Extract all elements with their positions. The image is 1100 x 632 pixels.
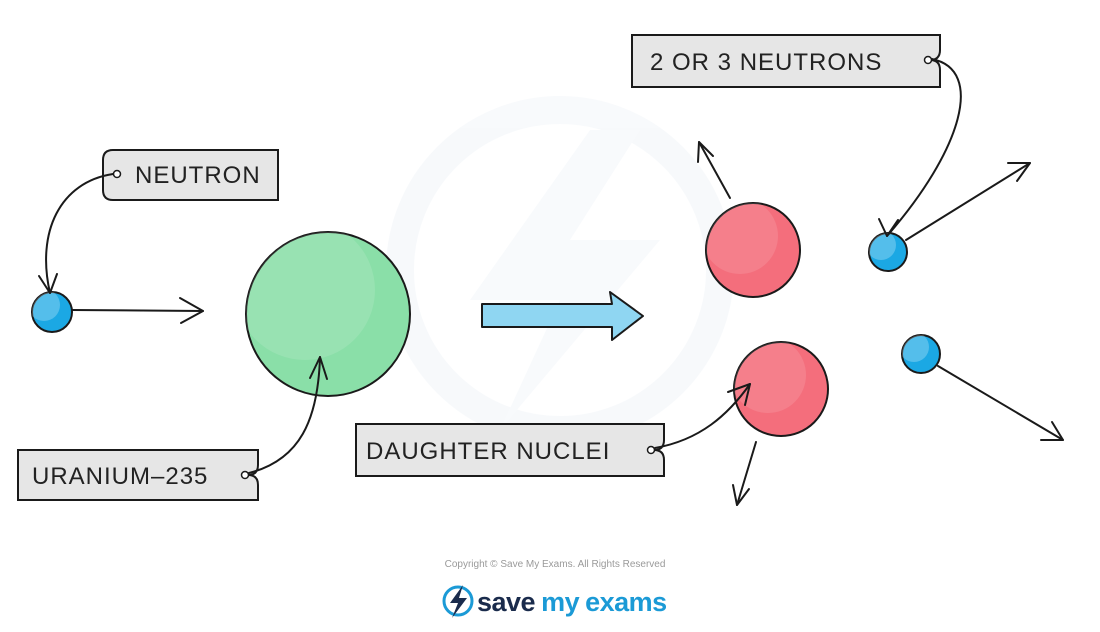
daughter-nuclei-label: DAUGHTER NUCLEI — [366, 438, 610, 465]
neutrons-out-pointer — [878, 58, 962, 237]
lightning-bolt-icon — [442, 585, 474, 618]
watermark — [386, 96, 734, 444]
neutron-label: NEUTRON — [135, 162, 261, 189]
incoming-neutron-arrow — [71, 297, 204, 324]
uranium-label: URANIUM–235 — [32, 463, 208, 490]
tag-hole-icon — [240, 470, 250, 480]
incoming-neutron — [31, 291, 73, 333]
neutron-label-tag: NEUTRON — [102, 149, 279, 201]
neutrons-out-label: 2 OR 3 NEUTRONS — [650, 49, 882, 76]
daughter-upper-motion-arrow — [697, 141, 731, 199]
brand-my: my — [541, 587, 580, 617]
tag-hole-icon — [646, 445, 656, 455]
neutron-pointer — [38, 173, 114, 294]
brand-save: save — [477, 587, 536, 617]
reaction-arrow — [481, 291, 644, 341]
released-neutron-1-arrow — [905, 162, 1031, 241]
copyright-text: Copyright © Save My Exams. All Rights Re… — [445, 559, 666, 570]
daughter-nucleus-upper — [705, 202, 801, 298]
daughter-lower-motion-arrow — [732, 441, 757, 506]
uranium-pointer — [248, 356, 328, 474]
brand-exams: exams — [585, 587, 667, 617]
daughter-nuclei-pointer — [654, 383, 751, 449]
neutrons-out-label-tag: 2 OR 3 NEUTRONS — [631, 34, 941, 88]
uranium-235-nucleus — [245, 231, 411, 397]
tag-hole-icon — [112, 169, 122, 179]
released-neutron-1 — [868, 232, 908, 272]
uranium-label-tag: URANIUM–235 — [17, 449, 259, 501]
released-neutron-2-arrow — [937, 365, 1064, 441]
daughter-nuclei-label-tag: DAUGHTER NUCLEI — [355, 423, 665, 477]
released-neutron-2 — [901, 334, 941, 374]
tag-hole-icon — [923, 55, 933, 65]
